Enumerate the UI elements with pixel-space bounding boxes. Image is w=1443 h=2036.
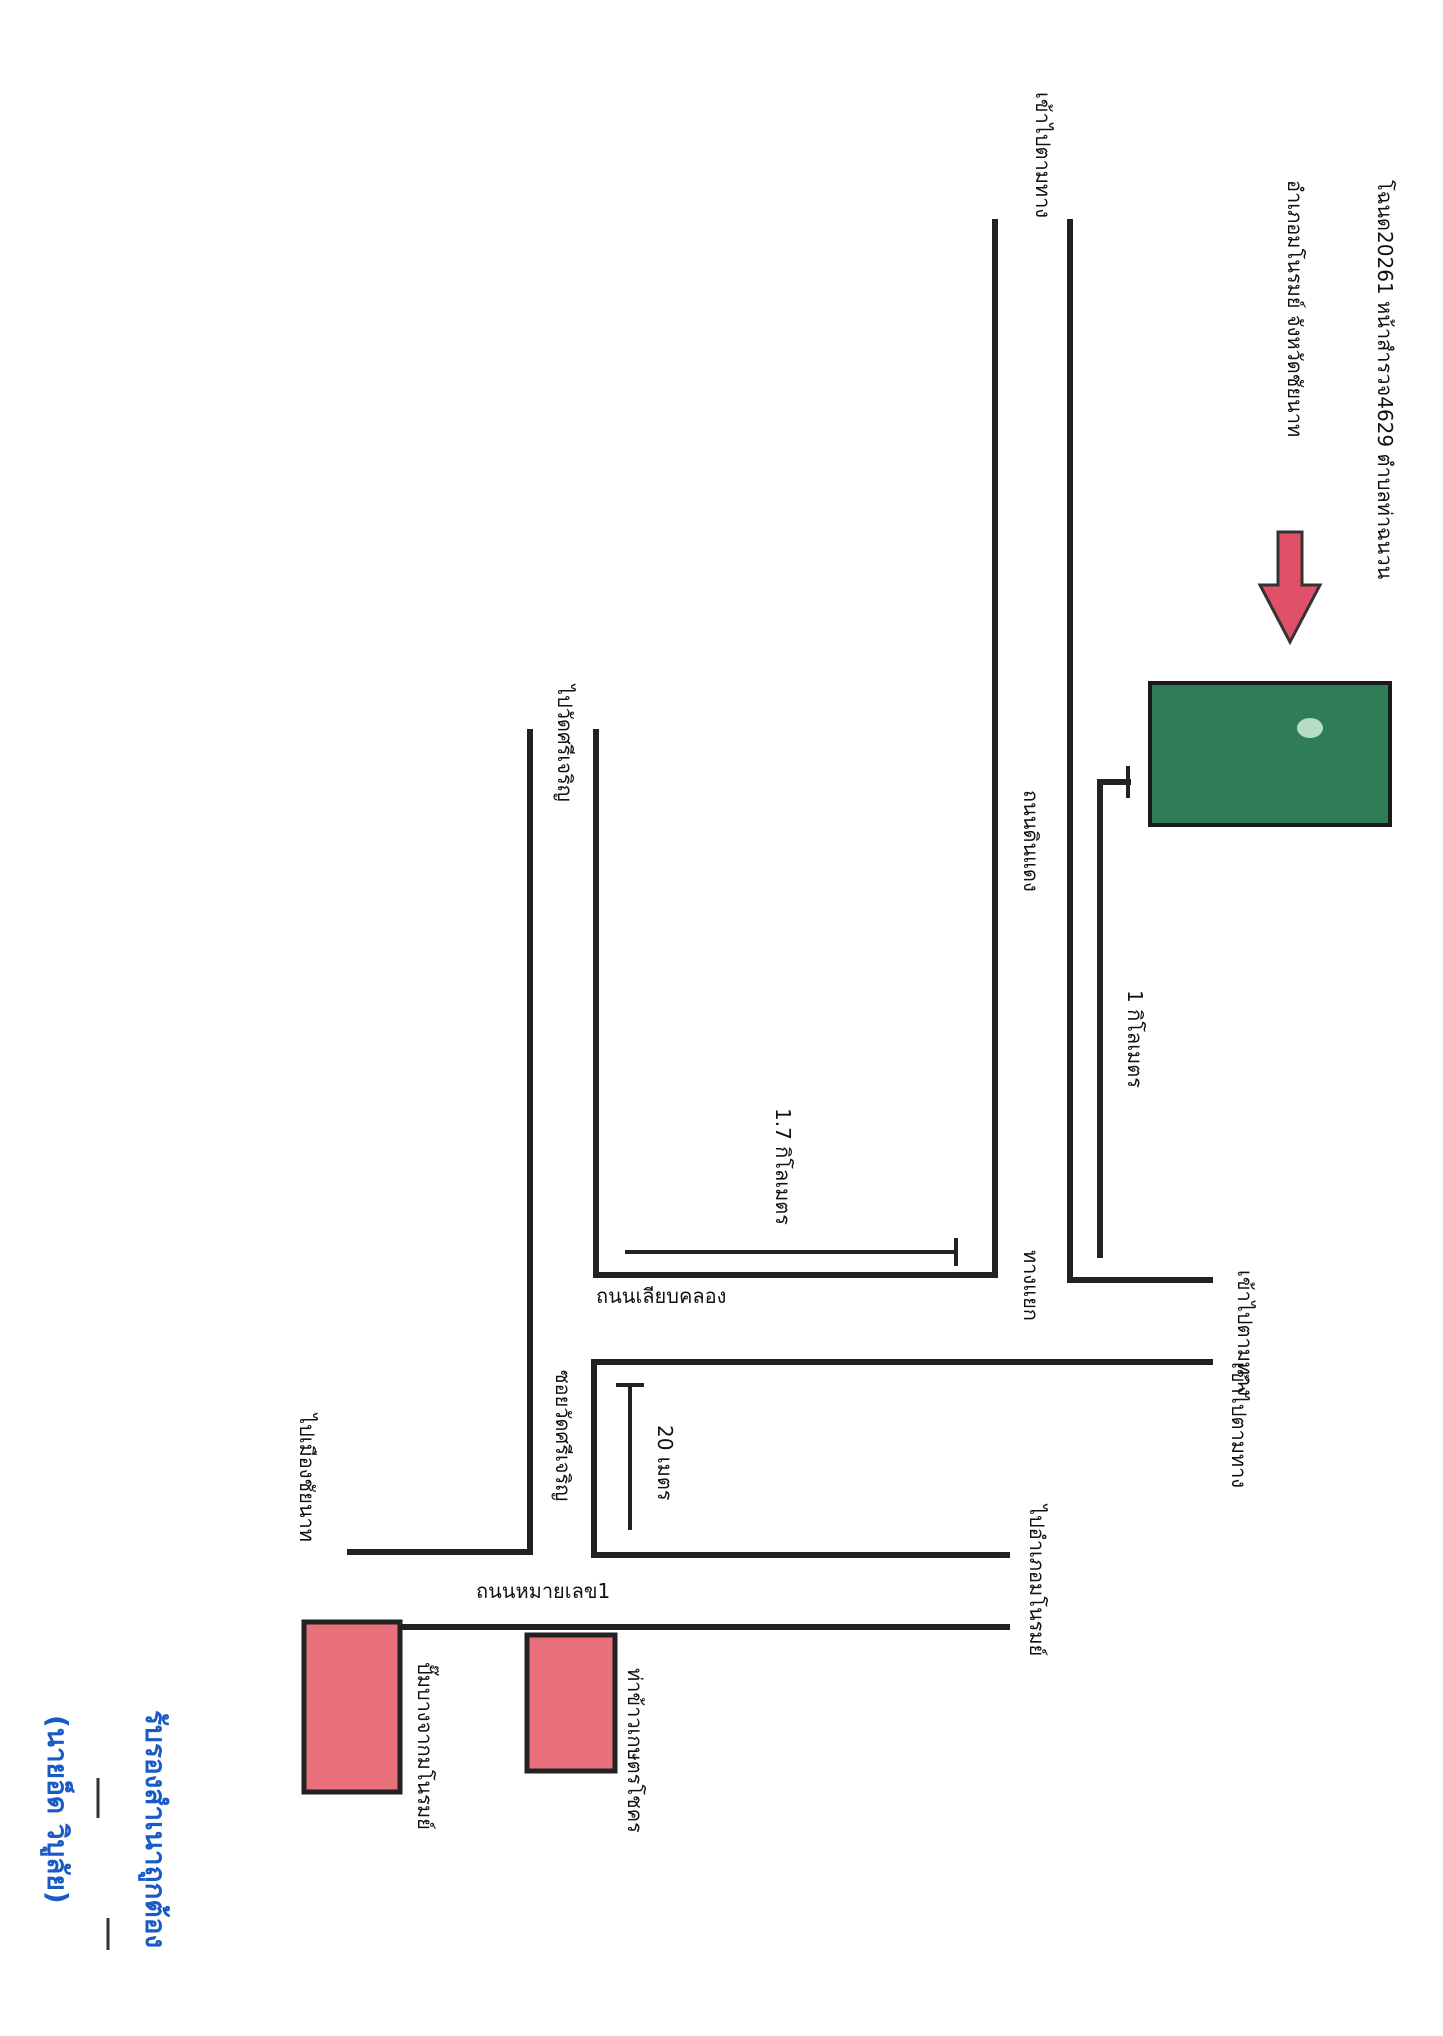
canal-road-upper bbox=[347, 729, 533, 1555]
canal-road-label: ถนนเลียบคลอง bbox=[596, 1284, 726, 1308]
to-road-mid-label: เข้าไปตามทาง bbox=[1233, 1270, 1257, 1396]
to-wat-label: ไปวัดศรีเจริญ bbox=[553, 683, 577, 802]
location-subtitle: อำเภอมโนรมย์ จังหวัดชัยนาท bbox=[1283, 180, 1307, 437]
land-plot bbox=[1148, 681, 1392, 827]
dirt-road-right-edge bbox=[1067, 219, 1213, 1283]
distance-1-7km-label: 1.7 กิโลเมตร bbox=[771, 1108, 795, 1225]
location-title: โฉนด20261 หน้าสำรวจ4629 ตำบลท่าฉนวน bbox=[1373, 180, 1397, 580]
gas-station-marker bbox=[301, 1619, 403, 1795]
distance-20m-label: 20 เมตร bbox=[653, 1425, 677, 1501]
gas-station-label: ปั๊มบางจากมโนรมย์ bbox=[413, 1662, 440, 1830]
distance-1km-label: 1 กิโลเมตร bbox=[1123, 990, 1147, 1088]
certification-title: รับรองสำเนาถูกต้อง bbox=[138, 1710, 172, 1948]
canal-road-lower bbox=[591, 1359, 1213, 1558]
location-arrow-icon bbox=[1257, 530, 1323, 646]
dirt-road-label: ถนนดินแดง bbox=[1019, 790, 1043, 892]
to-road-lower-label: เข้าไปตามทาง bbox=[1227, 1362, 1251, 1488]
plot-spot-icon bbox=[1297, 718, 1323, 738]
certification-name: (นายอ็ด วิบูลัย) bbox=[40, 1715, 75, 1904]
soi-wat-label: ซอยวัดศรีเจริญ bbox=[551, 1370, 575, 1501]
junction-label: ทางแยก bbox=[1019, 1250, 1043, 1321]
rice-mill-label: ท่าข้าวเกษตรโชคร bbox=[623, 1668, 647, 1833]
rice-mill-marker bbox=[524, 1632, 618, 1774]
to-road-top-label: เข้าไปตามทาง bbox=[1031, 92, 1055, 218]
highway-1-label: ถนนหมายเลข1 bbox=[476, 1579, 610, 1603]
plot-access-path bbox=[1097, 779, 1131, 1258]
to-manorom-label: ไปอำเภอมโนรมย์ bbox=[1025, 1503, 1049, 1656]
dirt-road-left-edge bbox=[593, 219, 998, 1278]
to-chainat-label: ไปเมืองชัยนาท bbox=[295, 1412, 319, 1542]
